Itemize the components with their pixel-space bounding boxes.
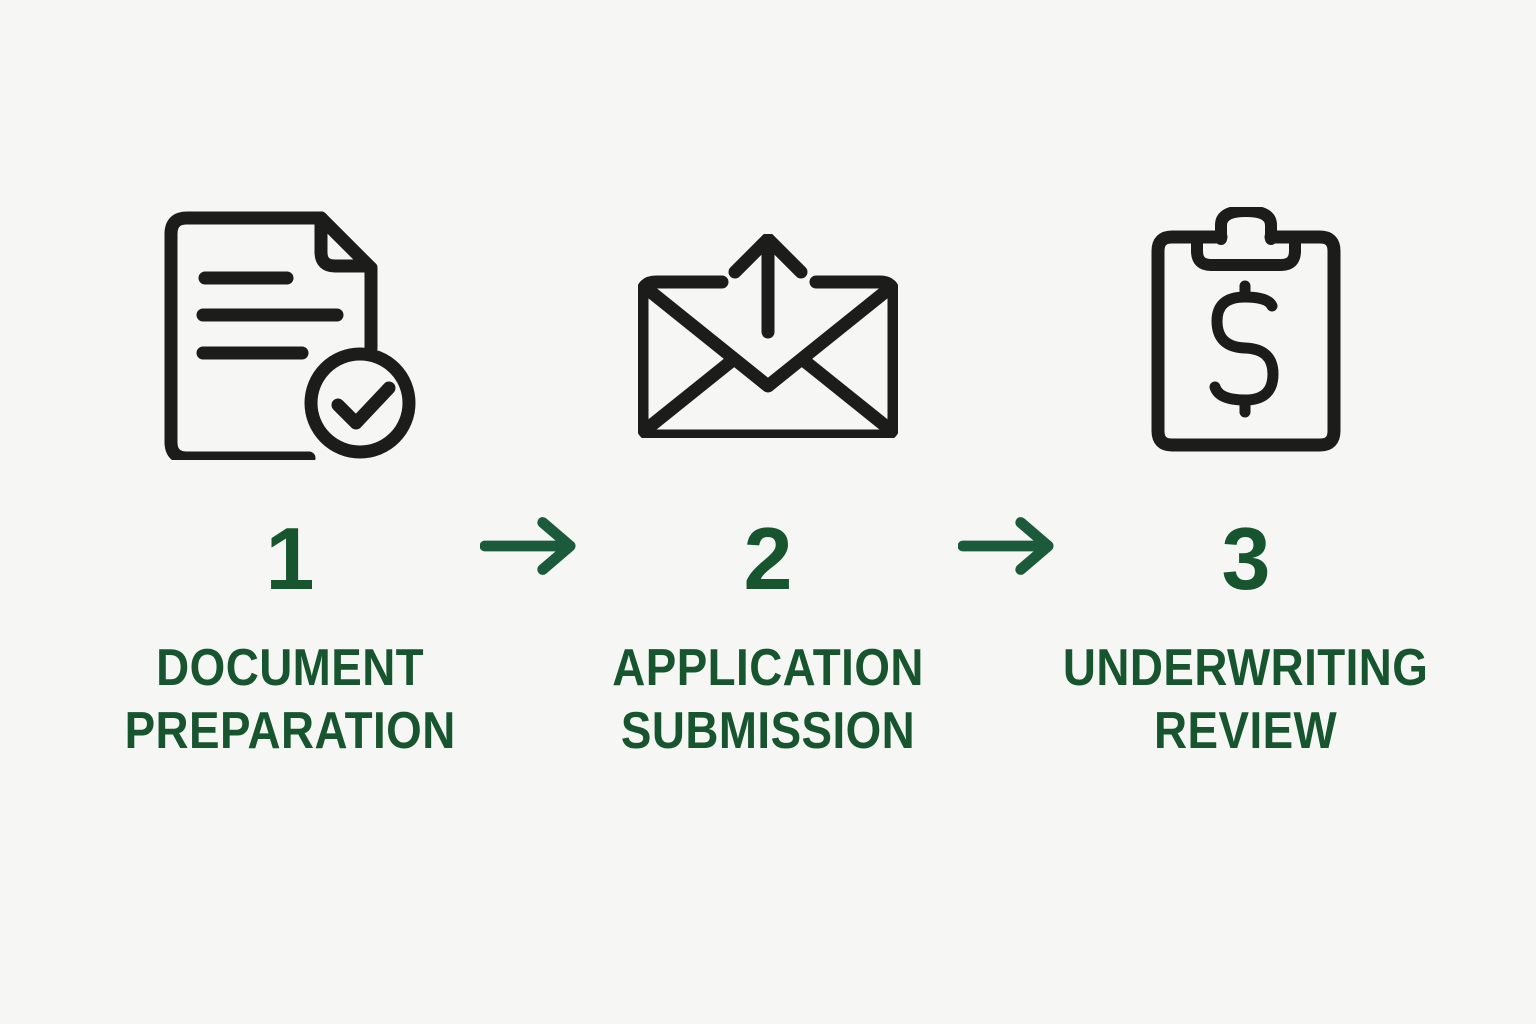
step-icon-box: [163, 203, 418, 461]
step-number: 1: [265, 509, 315, 608]
step-document-preparation: 1 DOCUMENT PREPARATION: [100, 203, 480, 763]
arrow-right-icon: [958, 517, 1054, 575]
step-underwriting-review: 3 UNDERWRITING REVIEW: [1056, 203, 1436, 763]
arrow-right-icon: [480, 517, 576, 575]
step-connector: [958, 515, 1056, 577]
document-check-icon: [164, 211, 415, 460]
step-number: 3: [1221, 509, 1271, 608]
clipboard-dollar-icon: [1151, 207, 1341, 452]
envelope-upload-icon: [638, 234, 898, 438]
step-label: DOCUMENT PREPARATION: [124, 639, 456, 760]
step-icon-box: [1151, 203, 1341, 461]
step-connector: [480, 515, 578, 577]
process-diagram: 1 DOCUMENT PREPARATION 2 APPLICATION SUB…: [100, 203, 1436, 763]
step-label: UNDERWRITING REVIEW: [1063, 639, 1429, 760]
step-label: APPLICATION SUBMISSION: [612, 639, 924, 760]
step-number: 2: [743, 509, 793, 608]
step-icon-box: [638, 203, 898, 461]
step-application-submission: 2 APPLICATION SUBMISSION: [578, 203, 958, 763]
